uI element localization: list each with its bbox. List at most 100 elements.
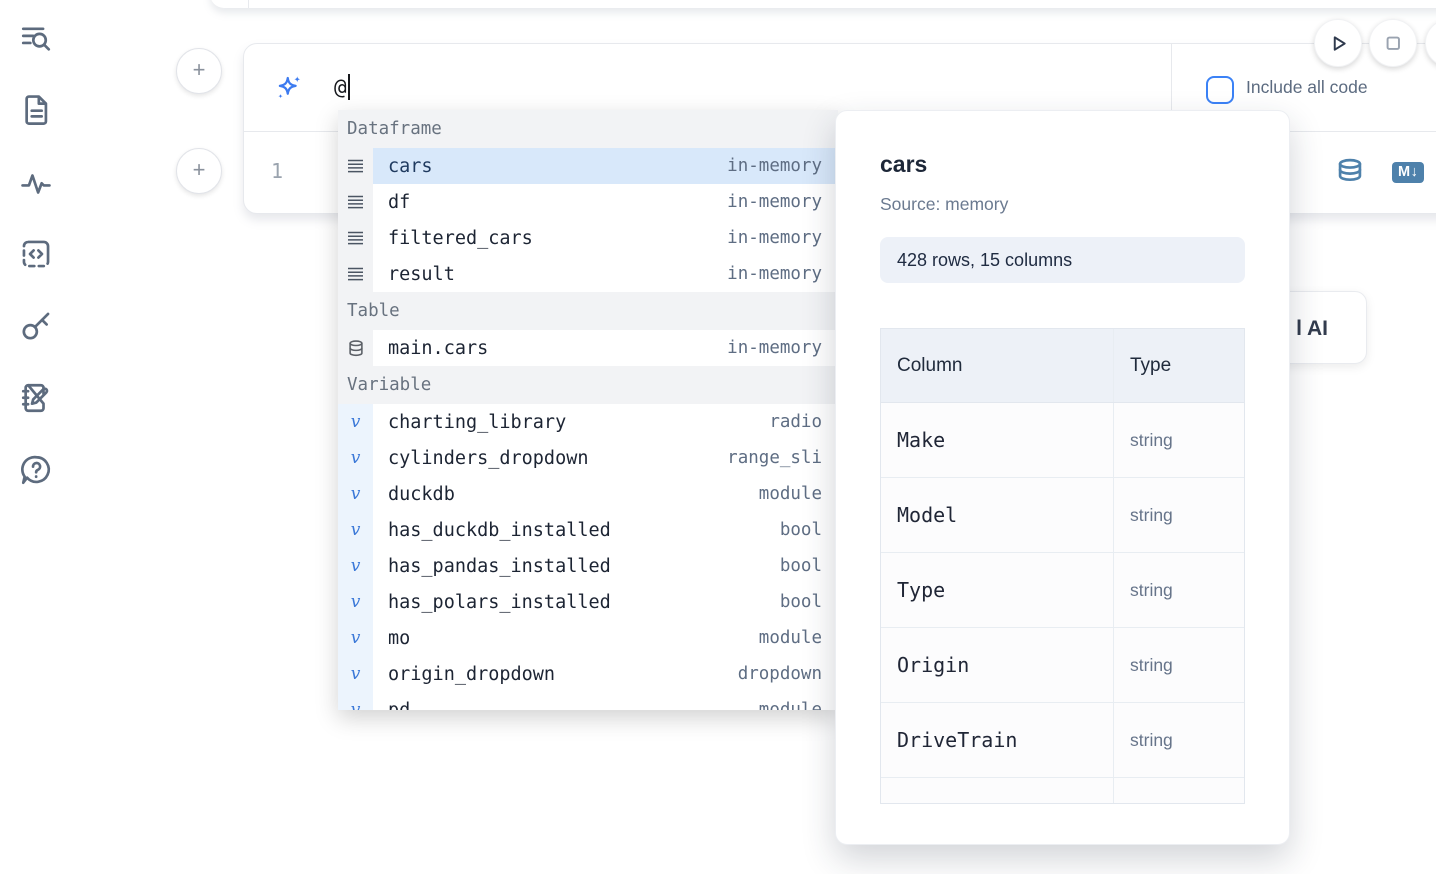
preview-shape-badge: 428 rows, 15 columns bbox=[880, 237, 1245, 283]
include-all-code-checkbox[interactable] bbox=[1206, 76, 1234, 104]
add-cell-button-top[interactable]: + bbox=[176, 48, 222, 94]
autocomplete-item-name: has_polars_installed bbox=[388, 591, 611, 613]
cell-gutter-divider bbox=[248, 0, 249, 8]
autocomplete-item-type: bool bbox=[779, 556, 822, 576]
text-cursor bbox=[347, 74, 350, 100]
autocomplete-item-type: in-memory bbox=[727, 338, 822, 358]
autocomplete-item-type: in-memory bbox=[727, 156, 822, 176]
autocomplete-item-name: has_pandas_installed bbox=[388, 555, 611, 577]
list-search-icon[interactable] bbox=[19, 21, 53, 55]
variable-icon: v bbox=[338, 656, 373, 692]
run-cell-button[interactable] bbox=[1314, 19, 1362, 67]
database-icon[interactable] bbox=[1336, 158, 1364, 188]
schema-column-type: string bbox=[1113, 478, 1244, 552]
autocomplete-item-name: pd bbox=[388, 699, 411, 711]
autocomplete-item-type: range_sli bbox=[727, 448, 822, 468]
autocomplete-item-name: filtered_cars bbox=[388, 227, 533, 249]
table-icon bbox=[338, 330, 373, 366]
autocomplete-item-type: bool bbox=[779, 520, 822, 540]
autocomplete-item-type: module bbox=[758, 484, 822, 504]
autocomplete-item-name: has_duckdb_installed bbox=[388, 519, 611, 541]
autocomplete-item-type: in-memory bbox=[727, 228, 822, 248]
autocomplete-item[interactable]: main.cars in-memory bbox=[338, 330, 838, 366]
schema-column-type: string bbox=[1113, 553, 1244, 627]
autocomplete-item-name: duckdb bbox=[388, 483, 455, 505]
stop-button[interactable] bbox=[1369, 19, 1417, 67]
key-icon[interactable] bbox=[19, 309, 53, 343]
add-cell-button-bottom[interactable]: + bbox=[176, 148, 222, 194]
schema-column-type bbox=[1113, 778, 1244, 803]
autocomplete-section-header: Table bbox=[338, 292, 838, 330]
scratchpad-icon[interactable] bbox=[19, 381, 53, 415]
prompt-value: @ bbox=[334, 75, 347, 99]
schema-column-name: DriveTrain bbox=[897, 728, 1018, 752]
autocomplete-item-body: filtered_cars in-memory bbox=[373, 220, 838, 256]
autocomplete-item-name: main.cars bbox=[388, 337, 489, 359]
schema-column-name bbox=[881, 778, 1113, 803]
autocomplete-item[interactable]: filtered_cars in-memory bbox=[338, 220, 838, 256]
autocomplete-item-name: result bbox=[388, 263, 455, 285]
autocomplete-item[interactable]: v charting_library radio bbox=[338, 404, 838, 440]
activity-icon[interactable] bbox=[19, 167, 53, 201]
autocomplete-item-name: charting_library bbox=[388, 411, 567, 433]
autocomplete-item-body: result in-memory bbox=[373, 256, 838, 292]
ai-prompt-input[interactable]: @ bbox=[334, 44, 350, 131]
autocomplete-item[interactable]: v origin_dropdown dropdown bbox=[338, 656, 838, 692]
snippets-icon[interactable] bbox=[19, 237, 53, 271]
markdown-icon[interactable]: M↓ bbox=[1392, 162, 1425, 183]
line-number: 1 bbox=[271, 159, 284, 183]
autocomplete-item-body: has_pandas_installed bool bbox=[373, 548, 838, 584]
autocomplete-item-body: charting_library radio bbox=[373, 404, 838, 440]
include-all-code-label: Include all code bbox=[1246, 77, 1368, 97]
schema-header-type: Type bbox=[1113, 329, 1244, 402]
document-icon[interactable] bbox=[19, 93, 53, 127]
schema-header-column: Column bbox=[897, 354, 963, 376]
autocomplete-item-body: origin_dropdown dropdown bbox=[373, 656, 838, 692]
autocomplete-item[interactable]: v has_pandas_installed bool bbox=[338, 548, 838, 584]
schema-row bbox=[881, 778, 1244, 803]
autocomplete-item[interactable]: result in-memory bbox=[338, 256, 838, 292]
help-chat-icon[interactable] bbox=[19, 453, 53, 487]
schema-column-type: string bbox=[1113, 628, 1244, 702]
variable-icon: v bbox=[338, 404, 373, 440]
autocomplete-item-name: cars bbox=[388, 155, 433, 177]
autocomplete-item-type: bool bbox=[779, 592, 822, 612]
preview-title: cars bbox=[880, 151, 928, 177]
autocomplete-item-body: duckdb module bbox=[373, 476, 838, 512]
autocomplete-item-body: has_duckdb_installed bool bbox=[373, 512, 838, 548]
autocomplete-item-type: dropdown bbox=[737, 664, 822, 684]
variable-icon: v bbox=[338, 476, 373, 512]
autocomplete-item-body: cars in-memory bbox=[373, 148, 838, 184]
schema-column-name: Type bbox=[897, 578, 946, 602]
autocomplete-item-type: module bbox=[758, 628, 822, 648]
autocomplete-item-name: origin_dropdown bbox=[388, 663, 556, 685]
variable-icon: v bbox=[338, 584, 373, 620]
autocomplete-item-type: in-memory bbox=[727, 192, 822, 212]
schema-column-name: Origin bbox=[897, 653, 970, 677]
autocomplete-item-body: main.cars in-memory bbox=[373, 330, 838, 366]
autocomplete-item-type: radio bbox=[769, 412, 822, 432]
autocomplete-section-header: Variable bbox=[338, 366, 838, 404]
autocomplete-item[interactable]: cars in-memory bbox=[338, 148, 838, 184]
autocomplete-item-type: in-memory bbox=[727, 264, 822, 284]
autocomplete-item[interactable]: v has_polars_installed bool bbox=[338, 584, 838, 620]
stop-icon bbox=[1386, 36, 1400, 50]
variable-icon: v bbox=[338, 548, 373, 584]
code-editor-row[interactable]: 1 M↓ bbox=[244, 132, 1436, 212]
play-icon bbox=[1333, 36, 1346, 51]
variable-icon: v bbox=[338, 692, 373, 710]
variable-icon: v bbox=[338, 440, 373, 476]
